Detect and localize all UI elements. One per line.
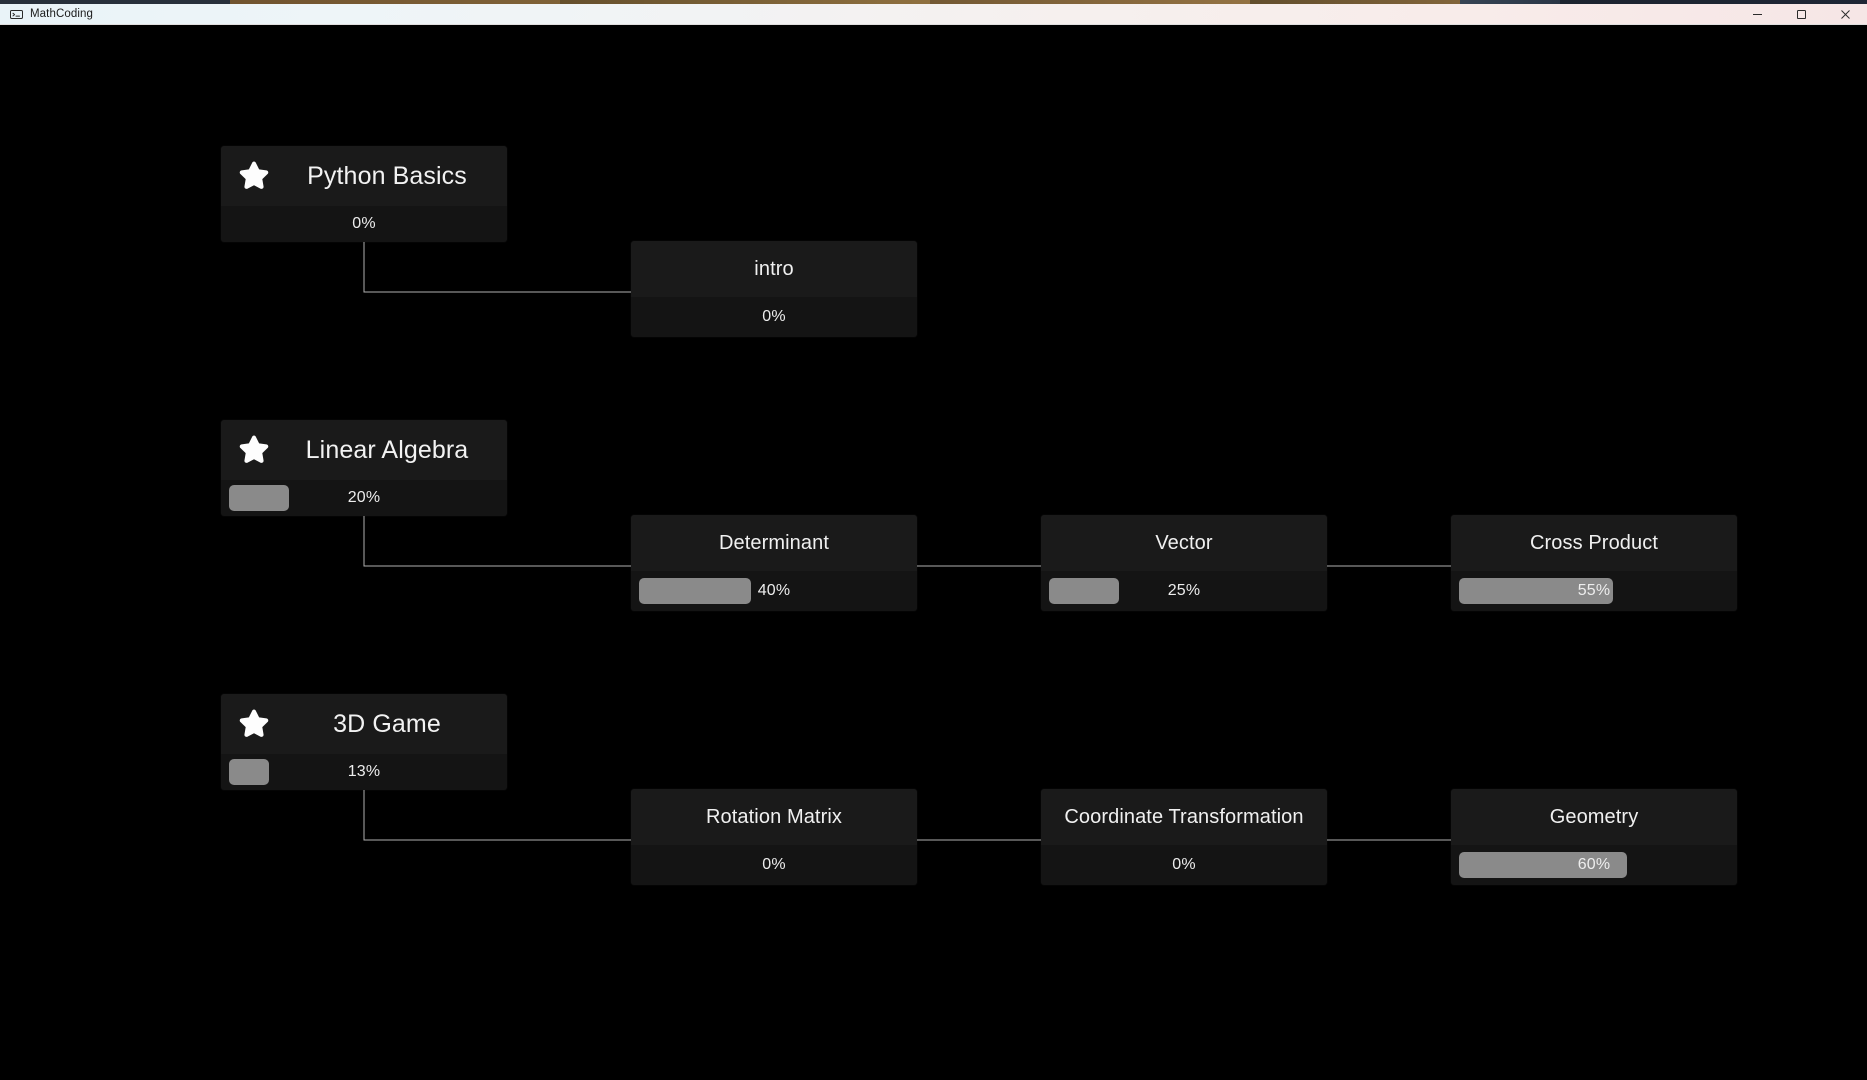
maximize-icon: [1796, 9, 1806, 19]
progress-label: 13%: [347, 763, 381, 780]
skill-node-title: 3D Game: [333, 709, 441, 738]
edge-linear-algebra-to-determinant: [363, 516, 631, 567]
topic-node-title: Geometry: [1549, 805, 1639, 828]
progress-bar-fill: [639, 578, 751, 604]
topic-node-progress: 55%: [1451, 571, 1737, 611]
progress-bar-fill: [1049, 578, 1119, 604]
skill-node-title: Python Basics: [307, 161, 467, 190]
skill-node-header: Linear Algebra: [221, 420, 507, 480]
progress-bar-fill: [229, 759, 269, 785]
progress-bar-fill: [1459, 852, 1627, 878]
topic-node-geometry[interactable]: Geometry 60%: [1451, 789, 1737, 885]
topic-node-progress: 0%: [631, 297, 917, 337]
topic-node-title: Coordinate Transformation: [1064, 805, 1304, 828]
topic-node-header: Vector: [1041, 515, 1327, 571]
skill-node-progress: 0%: [221, 206, 507, 242]
minimize-icon: [1752, 13, 1762, 15]
skill-node-header: Python Basics: [221, 146, 507, 206]
topic-node-vector[interactable]: Vector 25%: [1041, 515, 1327, 611]
topic-node-title: Cross Product: [1529, 531, 1658, 554]
skill-node-header: 3D Game: [221, 694, 507, 754]
topic-node-header: intro: [631, 241, 917, 297]
star-icon: [237, 707, 271, 741]
skill-node-python-basics[interactable]: Python Basics 0%: [221, 146, 507, 242]
topic-node-progress: 60%: [1451, 845, 1737, 885]
window-title: MathCoding: [30, 8, 94, 20]
topic-node-coordinate-transformation[interactable]: Coordinate Transformation 0%: [1041, 789, 1327, 885]
topic-node-progress: 25%: [1041, 571, 1327, 611]
maximize-button[interactable]: [1779, 4, 1823, 24]
progress-label: 0%: [352, 215, 376, 232]
skill-node-progress: 20%: [221, 480, 507, 516]
background-window-sliver: [0, 0, 1867, 4]
progress-label: 20%: [347, 489, 381, 506]
skill-node-title: Linear Algebra: [305, 435, 469, 464]
title-bar: MathCoding: [0, 4, 1867, 25]
topic-node-intro[interactable]: intro 0%: [631, 241, 917, 337]
topic-node-header: Cross Product: [1451, 515, 1737, 571]
skill-node-progress: 13%: [221, 754, 507, 790]
progress-bar-fill: [1459, 578, 1613, 604]
progress-label: 25%: [1167, 582, 1201, 599]
topic-node-progress: 40%: [631, 571, 917, 611]
topic-node-header: Coordinate Transformation: [1041, 789, 1327, 845]
star-icon: [237, 159, 271, 193]
progress-label: 0%: [1172, 856, 1196, 873]
topic-node-header: Geometry: [1451, 789, 1737, 845]
progress-bar-fill: [229, 485, 289, 511]
edge-python-basics-to-intro: [363, 242, 631, 293]
skill-node-linear-algebra[interactable]: Linear Algebra 20%: [221, 420, 507, 516]
topic-node-progress: 0%: [1041, 845, 1327, 885]
window-controls: [1735, 4, 1867, 24]
progress-label: 40%: [757, 582, 791, 599]
progress-label: 0%: [762, 856, 786, 873]
topic-node-rotation-matrix[interactable]: Rotation Matrix 0%: [631, 789, 917, 885]
topic-node-determinant[interactable]: Determinant 40%: [631, 515, 917, 611]
edge-3d-game-to-rotation-matrix: [363, 790, 631, 841]
star-icon: [237, 433, 271, 467]
topic-node-cross-product[interactable]: Cross Product 55%: [1451, 515, 1737, 611]
progress-label: 0%: [762, 308, 786, 325]
skill-tree-canvas[interactable]: Python Basics 0% intro 0%: [0, 25, 1867, 1080]
progress-label: 55%: [1577, 582, 1611, 599]
topic-node-progress: 0%: [631, 845, 917, 885]
close-button[interactable]: [1823, 4, 1867, 24]
skill-node-3d-game[interactable]: 3D Game 13%: [221, 694, 507, 790]
topic-node-header: Determinant: [631, 515, 917, 571]
app-logo-icon: [9, 7, 23, 21]
close-icon: [1840, 9, 1850, 19]
topic-node-header: Rotation Matrix: [631, 789, 917, 845]
topic-node-title: intro: [754, 257, 794, 280]
minimize-button[interactable]: [1735, 4, 1779, 24]
topic-node-title: Vector: [1155, 531, 1213, 554]
topic-node-title: Determinant: [718, 531, 830, 554]
topic-node-title: Rotation Matrix: [706, 805, 842, 828]
progress-label: 60%: [1577, 856, 1611, 873]
title-bar-left: MathCoding: [0, 4, 93, 24]
